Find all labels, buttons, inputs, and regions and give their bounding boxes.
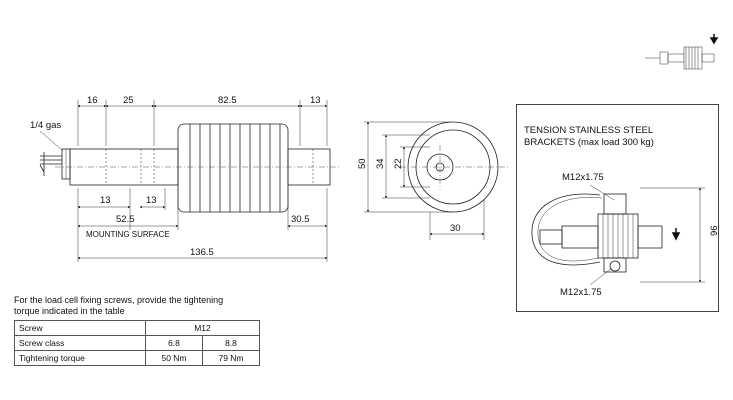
dim-136-5: 136.5 [190, 247, 214, 258]
table-cell-class-b: 8.8 [202, 335, 260, 351]
dim-13-a: 13 [100, 195, 111, 206]
bracket-title-line2: BRACKETS (max load 300 kg) [524, 137, 654, 148]
dim-22: 22 [393, 158, 404, 169]
dim-13-b: 13 [146, 195, 157, 206]
dim-96: 96 [709, 225, 720, 236]
table-cell-torque-b: 79 Nm [202, 350, 260, 366]
load-cell-side-view: 16 25 82.5 13 1/4 gas 13 13 52.5 30.5 MO… [30, 95, 340, 262]
table-row: Screw M12 [14, 320, 260, 336]
torque-note-line1: For the load cell fixing screws, provide… [14, 295, 224, 305]
bracket-title-line1: TENSION STAINLESS STEEL [524, 125, 654, 136]
load-cell-end-view: 50 34 22 30 [357, 121, 510, 240]
table-cell-torque-label: Tightening torque [14, 350, 146, 366]
dim-50: 50 [357, 158, 368, 169]
gas-thread-label: 1/4 gas [30, 120, 61, 131]
table-cell-class-label: Screw class [14, 335, 146, 351]
table-cell-torque-a: 50 Nm [145, 350, 203, 366]
tension-bracket-drawing: M12x1.75 M12x1.75 96 [531, 172, 720, 298]
table-cell-class-a: 6.8 [145, 335, 203, 351]
table-cell-screw-value: M12 [145, 320, 260, 336]
dim-82-5: 82.5 [218, 95, 237, 106]
dim-30: 30 [450, 223, 461, 234]
orientation-thumbnail-icon [645, 34, 719, 70]
bracket-frame [516, 104, 719, 312]
dim-25: 25 [123, 95, 134, 106]
table-cell-screw-label: Screw [14, 320, 146, 336]
table-row: Tightening torque 50 Nm 79 Nm [14, 350, 260, 366]
table-row: Screw class 6.8 8.8 [14, 335, 260, 351]
bracket-screw-bottom-label: M12x1.75 [560, 287, 602, 298]
bracket-screw-top-label: M12x1.75 [562, 172, 604, 183]
torque-note: For the load cell fixing screws, provide… [14, 295, 264, 317]
dim-16: 16 [87, 95, 98, 106]
dim-30-5: 30.5 [291, 214, 310, 225]
bracket-title: TENSION STAINLESS STEEL BRACKETS (max lo… [524, 125, 704, 149]
torque-table: Screw M12 Screw class 6.8 8.8 Tightening… [14, 320, 260, 366]
dim-34: 34 [375, 158, 386, 169]
mounting-surface-label: MOUNTING SURFACE [86, 230, 170, 239]
dim-52-5: 52.5 [116, 214, 135, 225]
dim-13-top: 13 [310, 95, 321, 106]
torque-note-line2: torque indicated in the table [14, 306, 125, 316]
